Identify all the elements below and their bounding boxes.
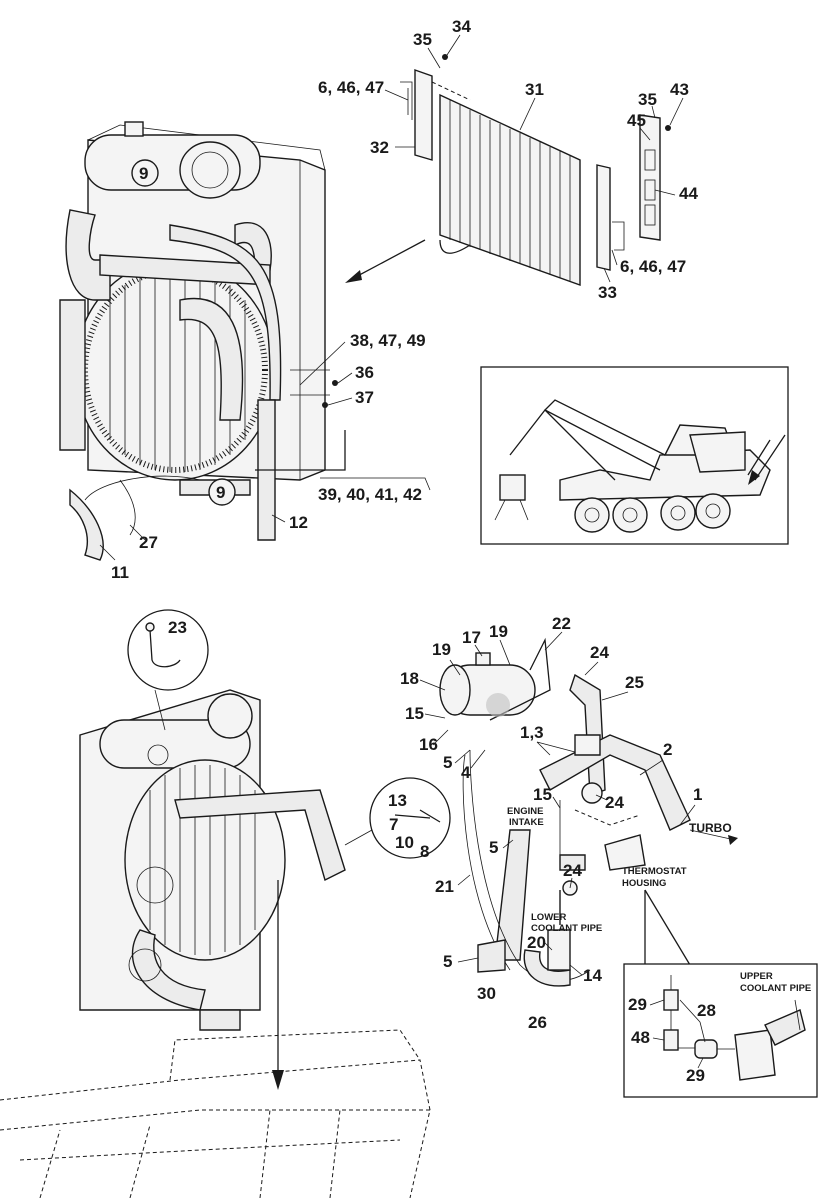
callout-44: 44 xyxy=(679,184,698,203)
hose-exploded-view xyxy=(439,637,738,987)
callout-35-right: 35 xyxy=(638,90,657,109)
callout-29-top: 29 xyxy=(628,995,647,1014)
callout-45: 45 xyxy=(627,111,646,130)
callout-6-46-47-right: 6, 46, 47 xyxy=(620,257,686,276)
note-thermostat-line2: HOUSING xyxy=(622,878,666,889)
annotation-notes: TURBO ENGINE INTAKE THERMOSTAT HOUSING L… xyxy=(507,806,811,994)
condenser-assembly xyxy=(345,54,671,286)
callout-labels: 34 35 6, 46, 47 31 32 45 35 43 44 6, 46,… xyxy=(111,17,716,1085)
callout-2: 2 xyxy=(663,740,672,759)
callout-6-46-47-top: 6, 46, 47 xyxy=(318,78,384,97)
callout-5-mid: 5 xyxy=(489,838,498,857)
callout-11: 11 xyxy=(111,563,129,582)
callout-24-top: 24 xyxy=(590,643,609,662)
machine-location-inset xyxy=(480,366,789,545)
callout-12: 12 xyxy=(289,513,308,532)
callout-7: 7 xyxy=(389,815,398,834)
leader-lines xyxy=(99,34,706,1069)
note-upper-pipe-line1: UPPER xyxy=(740,971,773,982)
note-lower-pipe-line1: LOWER xyxy=(531,912,566,923)
callout-35-left: 35 xyxy=(413,30,432,49)
note-engine-intake-line1: ENGINE xyxy=(507,806,543,817)
callout-24-low: 24 xyxy=(563,861,582,880)
callout-5-low: 5 xyxy=(443,952,452,971)
callout-36: 36 xyxy=(355,363,374,382)
callout-22: 22 xyxy=(552,614,571,633)
callout-16: 16 xyxy=(419,735,438,754)
note-turbo: TURBO xyxy=(689,821,732,835)
callout-23: 23 xyxy=(168,618,187,637)
callout-19-left: 19 xyxy=(432,640,451,659)
callout-5-top: 5 xyxy=(443,753,452,772)
callout-27: 27 xyxy=(139,533,158,552)
callout-26: 26 xyxy=(528,1013,547,1032)
callout-20: 20 xyxy=(527,933,546,952)
callout-17: 17 xyxy=(462,628,481,647)
callout-33: 33 xyxy=(598,283,617,302)
callout-48: 48 xyxy=(631,1028,650,1047)
callout-4: 4 xyxy=(461,763,471,782)
callout-9-top: 9 xyxy=(139,164,148,183)
radiator-assembly-top xyxy=(59,121,431,561)
callout-13: 13 xyxy=(388,791,407,810)
callout-15-mid: 15 xyxy=(533,785,552,804)
note-thermostat-line1: THERMOSTAT xyxy=(622,866,687,877)
callout-18: 18 xyxy=(400,669,419,688)
callout-32: 32 xyxy=(370,138,389,157)
thermostat-inset xyxy=(623,963,818,1098)
callout-1-3: 1,3 xyxy=(520,723,544,742)
note-engine-intake-line2: INTAKE xyxy=(509,817,544,828)
callout-14: 14 xyxy=(583,966,602,985)
callout-8: 8 xyxy=(420,842,429,861)
callout-29-bottom: 29 xyxy=(686,1066,705,1085)
callout-10: 10 xyxy=(395,833,414,852)
callout-28: 28 xyxy=(697,1001,716,1020)
callout-38-47-49: 38, 47, 49 xyxy=(350,331,426,350)
callout-9-bottom: 9 xyxy=(216,483,225,502)
callout-21: 21 xyxy=(435,877,454,896)
callout-25: 25 xyxy=(625,673,644,692)
callout-43: 43 xyxy=(670,80,689,99)
callout-39-42: 39, 40, 41, 42 xyxy=(318,485,422,504)
callout-31: 31 xyxy=(525,80,544,99)
callout-24-mid: 24 xyxy=(605,793,624,812)
callout-30: 30 xyxy=(477,984,496,1003)
note-upper-pipe-line2: COOLANT PIPE xyxy=(740,983,811,994)
callout-19-right: 19 xyxy=(489,622,508,641)
callout-15-top: 15 xyxy=(405,704,424,723)
callout-37: 37 xyxy=(355,388,374,407)
note-lower-pipe-line2: COOLANT PIPE xyxy=(531,923,602,934)
callout-1: 1 xyxy=(693,785,702,804)
callout-34: 34 xyxy=(452,17,471,36)
radiator-assembly-bottom xyxy=(0,609,451,1198)
